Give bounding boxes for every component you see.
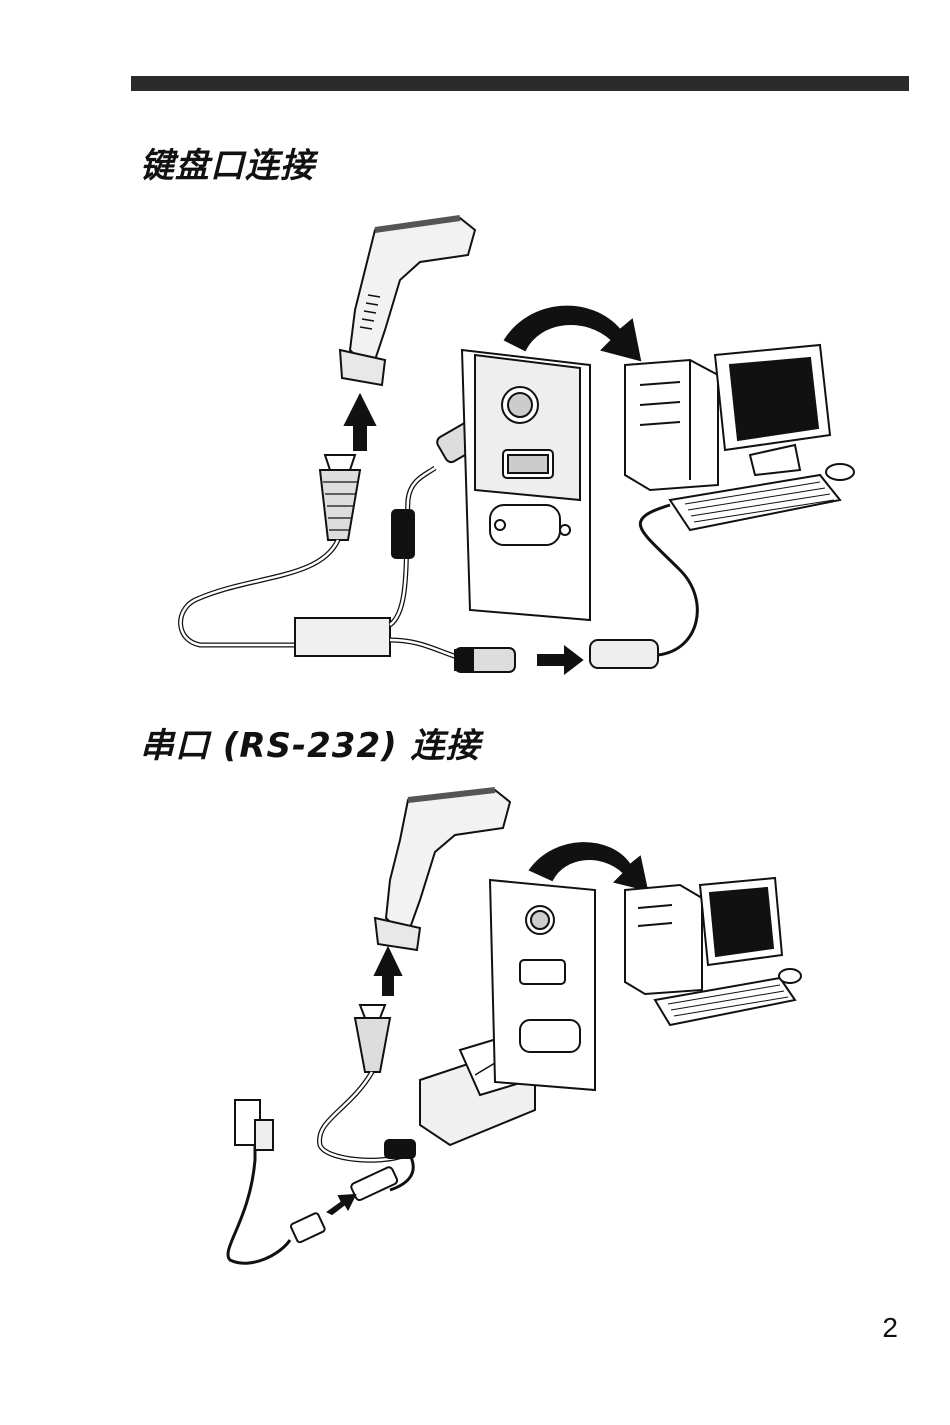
arrow-up-icon: [343, 392, 377, 451]
keyboard-icon: [653, 976, 797, 1027]
keyboard-icon: [668, 473, 842, 532]
curved-arrow-icon: [528, 842, 649, 892]
barcode-scanner-icon: [373, 787, 512, 952]
monitor-icon: [713, 343, 832, 477]
section-heading-rs232: 串口 (RS-232) 连接: [140, 726, 481, 766]
cable-connector-icon: [353, 1004, 392, 1073]
computer-back-panel-icon: [460, 348, 591, 622]
power-connector-icon: [350, 1166, 399, 1201]
mouse-icon: [825, 463, 855, 481]
desktop-computer-icon: [624, 358, 719, 492]
arrow-up-icon: [373, 945, 403, 996]
section-heading-keyboard: 键盘口连接: [140, 146, 315, 186]
splitter-box-icon: [294, 617, 391, 657]
power-plug-icon: [289, 1212, 326, 1244]
page-number: 2: [882, 1312, 898, 1343]
curved-arrow-icon: [503, 305, 642, 362]
desktop-computer-icon: [624, 883, 703, 996]
rs232-connection-figure: [210, 780, 810, 1285]
mouse-icon: [778, 968, 802, 984]
keyboard-connection-figure: [170, 200, 870, 685]
cable-connector-icon: [318, 454, 362, 541]
arrow-right-icon: [537, 644, 584, 676]
wall-outlet-icon: [234, 1099, 274, 1151]
arrow-right-icon: [326, 1193, 357, 1216]
monitor-icon: [698, 876, 784, 967]
header-rule: [131, 76, 909, 91]
barcode-scanner-icon: [338, 215, 477, 387]
ps2-plug-icon: [454, 647, 516, 673]
ps2-socket-icon: [589, 639, 659, 669]
computer-back-panel-icon: [488, 878, 596, 1092]
